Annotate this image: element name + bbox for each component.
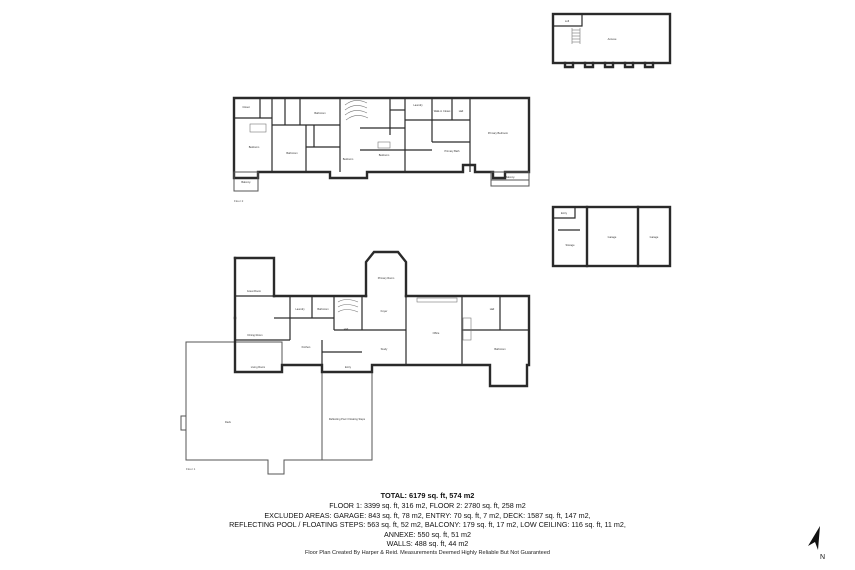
room-label-f1-great-room: Great Room bbox=[247, 289, 261, 293]
room-label-f1-reflecting-pool: Reflecting Pool / Floating Steps bbox=[329, 417, 366, 421]
room-label-f1-entry: Entry bbox=[345, 365, 352, 369]
excluded-areas-line-1: EXCLUDED AREAS: GARAGE: 843 sq. ft, 78 m… bbox=[264, 510, 591, 520]
room-label-f2-closet: Closet bbox=[242, 105, 250, 109]
room-label-f2-balcony-b: Balcony bbox=[505, 175, 515, 179]
floor-2-label: Floor 2 bbox=[234, 199, 244, 203]
room-label-f1-living: Living Room bbox=[251, 365, 265, 369]
room-label-f2-bedroom-a: Bedroom bbox=[249, 145, 260, 149]
room-label-garage-b: Garage bbox=[650, 235, 659, 239]
room-label-f2-laundry: Laundry bbox=[413, 103, 423, 107]
room-label-f2-primary-bath: Primary Bath bbox=[445, 149, 461, 153]
room-label-f1-bathroom: Bathroom bbox=[317, 307, 328, 311]
floor-1-plan: Floor 1 Great Room Primary Room Dining R… bbox=[180, 250, 531, 475]
room-label-loft: Loft bbox=[565, 19, 570, 23]
room-label-f1-study: Study bbox=[381, 347, 388, 351]
room-label-f2-hall: Hall bbox=[459, 109, 464, 113]
room-label-garage-entry: Entry bbox=[561, 211, 568, 215]
room-label-f2-balcony-a: Balcony bbox=[241, 180, 251, 184]
room-label-annexe: Annexe bbox=[608, 37, 617, 41]
room-label-f1-kitchen: Kitchen bbox=[302, 345, 311, 349]
room-label-f1-bedroom-suite: Bathroom bbox=[494, 347, 505, 351]
room-label-f1-office: Office bbox=[433, 331, 440, 335]
room-label-f1-primary-room: Primary Room bbox=[378, 276, 395, 280]
room-label-f2-primary-bedroom: Primary Bedroom bbox=[488, 131, 508, 135]
room-label-f2-bathroom-a: Bathroom bbox=[286, 151, 297, 155]
room-label-f2-bedroom-b: Bedroom bbox=[343, 157, 354, 161]
excluded-areas-line-3: ANNEXE: 550 sq. ft, 51 m2 bbox=[383, 529, 472, 539]
floor-areas: FLOOR 1: 3399 sq. ft, 316 m2, FLOOR 2: 2… bbox=[329, 501, 526, 510]
annexe-plan: Annexe Loft bbox=[551, 12, 672, 69]
room-label-f2-bedroom-c: Bedroom bbox=[379, 153, 390, 157]
room-label-storage: Storage bbox=[565, 243, 575, 247]
excluded-areas-line-2: REFLECTING POOL / FLOATING STEPS: 563 sq… bbox=[229, 520, 626, 529]
room-label-f1-hall: Hall bbox=[344, 327, 349, 331]
room-label-f1-foyer: Foyer bbox=[381, 309, 388, 313]
room-label-f1-dining: Dining Room bbox=[248, 333, 263, 337]
room-label-f2-walk-in: Walk-in Closet bbox=[434, 109, 451, 113]
total-area: TOTAL: 6179 sq. ft, 574 m2 bbox=[380, 491, 475, 500]
room-label-f2-bathroom-b: Bathroom bbox=[314, 111, 325, 115]
walls-area: WALLS: 488 sq. ft, 44 m2 bbox=[386, 539, 469, 548]
floor-2-plan: Floor 2 Bedroom Closet Bathroom Bathroom… bbox=[232, 96, 531, 203]
room-label-f1-deck: Deck bbox=[225, 420, 232, 424]
north-letter: N bbox=[820, 554, 825, 561]
floor-1-label: Floor 1 bbox=[186, 467, 196, 471]
credit-line: Floor Plan Created By Harper & Reid. Mea… bbox=[305, 550, 550, 556]
room-label-f1-hall-east: Hall bbox=[490, 307, 495, 311]
garage-plan: Storage Entry Garage Garage bbox=[551, 205, 672, 268]
north-arrow-icon: N bbox=[808, 526, 825, 561]
room-label-garage-a: Garage bbox=[608, 235, 617, 239]
room-label-f1-laundry: Laundry bbox=[295, 307, 305, 311]
